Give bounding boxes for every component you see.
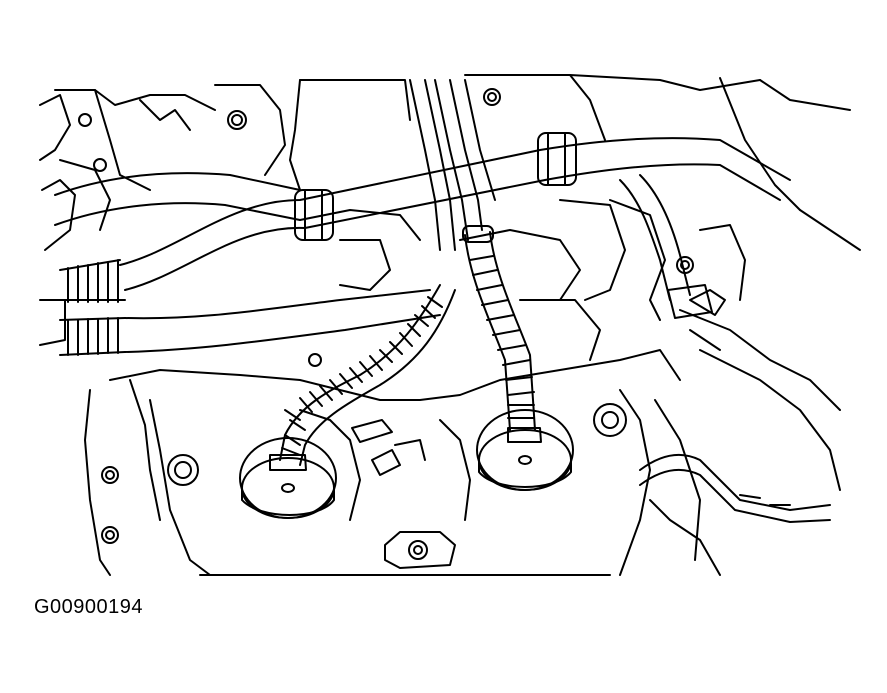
- vacuum-hose-left: [279, 284, 456, 466]
- vacuum-valve-cap-left: [239, 437, 337, 519]
- bottom-bracket: [384, 531, 456, 569]
- bolt-bosses: [78, 88, 694, 544]
- pipe-fitting-right: [619, 174, 713, 319]
- figure-code-label: G00900194: [34, 596, 144, 618]
- vacuum-hose-right: [462, 225, 536, 431]
- hose-clip: [351, 419, 426, 476]
- main-pipes: [54, 137, 791, 353]
- vacuum-valve-cap-right: [476, 409, 574, 491]
- engine-block-outline: [39, 74, 861, 491]
- vertical-tube-bundle: [409, 79, 496, 251]
- corrugated-hose-left: [59, 259, 126, 356]
- pipe-clamps: [294, 132, 577, 241]
- cylinder-head: [84, 349, 701, 576]
- wire-harness-right: [639, 289, 831, 576]
